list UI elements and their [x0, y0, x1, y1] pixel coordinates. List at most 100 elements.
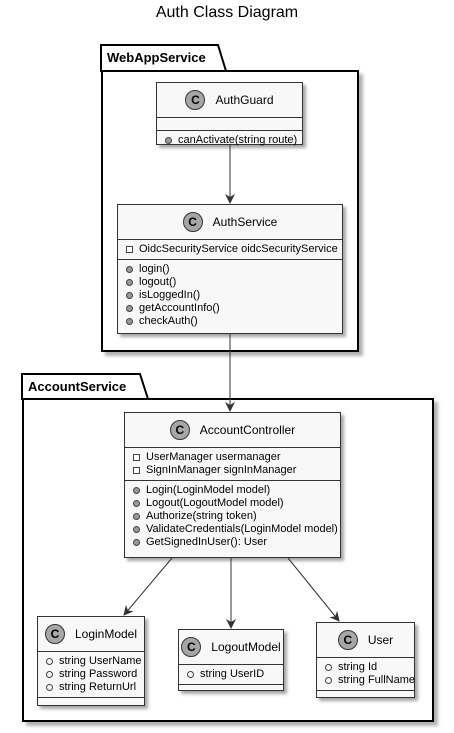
methods-section	[38, 698, 144, 710]
public-method-icon	[165, 137, 172, 144]
class-c-icon: C	[181, 637, 202, 657]
fields-section: OidcSecurityService oidcSecurityService	[118, 240, 342, 260]
class-auth-guard[interactable]: C AuthGuard canActivate(string route)	[156, 82, 303, 146]
method-row: getAccountInfo()	[126, 302, 342, 315]
class-name: LogoutModel	[211, 640, 281, 654]
class-name: User	[367, 633, 394, 647]
field-text: SignInManager signInManager	[146, 464, 297, 476]
public-field-icon	[46, 658, 53, 665]
public-field-icon	[46, 684, 53, 691]
method-row: logout()	[126, 276, 342, 289]
class-name: LoginModel	[74, 627, 138, 641]
method-text: isLoggedIn()	[139, 289, 201, 301]
class-header: C LoginModel	[38, 617, 144, 652]
public-method-icon	[126, 292, 133, 299]
field-row: string Password	[46, 668, 144, 681]
class-c-icon: C	[337, 630, 358, 650]
class-c-icon: C	[44, 624, 65, 644]
private-field-icon	[133, 454, 140, 461]
field-text: string FullName	[338, 674, 416, 686]
public-field-icon	[325, 664, 332, 671]
class-header: C AuthGuard	[157, 83, 302, 118]
public-method-icon	[126, 318, 133, 325]
method-row: checkAuth()	[126, 315, 342, 328]
methods-section	[317, 691, 414, 703]
public-method-icon	[126, 266, 133, 273]
methods-section: canActivate(string route)	[157, 131, 302, 150]
field-text: string UserName	[59, 655, 142, 667]
methods-section: login() logout() isLoggedIn() getAccount…	[118, 260, 342, 331]
public-method-icon	[133, 539, 140, 546]
public-field-icon	[46, 671, 53, 678]
class-name: AuthService	[212, 215, 278, 229]
class-header: C LogoutModel	[179, 630, 283, 665]
methods-section: Login(LoginModel model) Logout(LogoutMod…	[125, 481, 340, 552]
class-name: AuthGuard	[215, 93, 274, 107]
method-row: ValidateCredentials(LoginModel model)	[133, 523, 340, 536]
method-row: isLoggedIn()	[126, 289, 342, 302]
class-header: C AuthService	[118, 205, 342, 240]
method-row: login()	[126, 263, 342, 276]
private-field-icon	[126, 246, 133, 253]
public-method-icon	[133, 513, 140, 520]
field-text: UserManager usermanager	[146, 451, 281, 463]
class-login-model[interactable]: C LoginModel string UserName string Pass…	[37, 616, 145, 706]
method-text: Logout(LogoutModel model)	[146, 497, 284, 509]
method-text: Login(LoginModel model)	[146, 484, 271, 496]
fields-section	[157, 118, 302, 131]
method-row: canActivate(string route)	[165, 134, 302, 147]
field-row: string ReturnUrl	[46, 681, 144, 694]
class-user[interactable]: C User string Id string FullName	[316, 622, 415, 698]
public-method-icon	[133, 500, 140, 507]
method-row: Login(LoginModel model)	[133, 484, 340, 497]
method-text: canActivate(string route)	[178, 134, 298, 146]
field-row: SignInManager signInManager	[133, 464, 340, 477]
public-field-icon	[187, 671, 194, 678]
fields-section: string UserName string Password string R…	[38, 652, 144, 698]
method-text: getAccountInfo()	[139, 302, 220, 314]
public-method-icon	[126, 279, 133, 286]
class-header: C User	[317, 623, 414, 658]
class-auth-service[interactable]: C AuthService OidcSecurityService oidcSe…	[117, 204, 343, 334]
field-row: string UserID	[187, 668, 283, 681]
field-row: string FullName	[325, 674, 416, 687]
class-c-icon: C	[169, 420, 190, 440]
method-text: Authorize(string token)	[146, 510, 257, 522]
account-package-name: AccountService	[28, 379, 127, 394]
class-logout-model[interactable]: C LogoutModel string UserID	[178, 629, 284, 691]
field-row: string Id	[325, 661, 414, 674]
field-row: string UserName	[46, 655, 144, 668]
class-account-controller[interactable]: C AccountController UserManager usermana…	[124, 412, 341, 558]
field-text: string Password	[59, 668, 138, 680]
fields-section: string UserID	[179, 665, 283, 685]
field-text: string UserID	[200, 668, 265, 680]
fields-section: UserManager usermanager SignInManager si…	[125, 448, 340, 481]
public-method-icon	[133, 487, 140, 494]
methods-section	[179, 685, 283, 697]
method-row: Authorize(string token)	[133, 510, 340, 523]
diagram-title: Auth Class Diagram	[155, 4, 299, 21]
public-method-icon	[133, 526, 140, 533]
field-text: string ReturnUrl	[59, 681, 137, 693]
private-field-icon	[133, 467, 140, 474]
field-text: OidcSecurityService oidcSecurityService	[139, 243, 338, 255]
public-field-icon	[325, 677, 332, 684]
method-row: Logout(LogoutModel model)	[133, 497, 340, 510]
fields-section: string Id string FullName	[317, 658, 416, 691]
webapp-package-name: WebAppService	[107, 50, 206, 65]
field-row: UserManager usermanager	[133, 451, 340, 464]
method-text: ValidateCredentials(LoginModel model)	[146, 523, 338, 535]
field-row: OidcSecurityService oidcSecurityService	[126, 243, 342, 256]
method-text: logout()	[139, 276, 177, 288]
field-text: string Id	[338, 661, 378, 673]
method-row: GetSignedInUser(): User	[133, 536, 340, 549]
class-name: AccountController	[199, 423, 296, 437]
class-header: C AccountController	[125, 413, 340, 448]
method-text: checkAuth()	[139, 315, 198, 327]
method-text: login()	[139, 263, 170, 275]
class-c-icon: C	[182, 212, 203, 232]
public-method-icon	[126, 305, 133, 312]
method-text: GetSignedInUser(): User	[146, 536, 268, 548]
